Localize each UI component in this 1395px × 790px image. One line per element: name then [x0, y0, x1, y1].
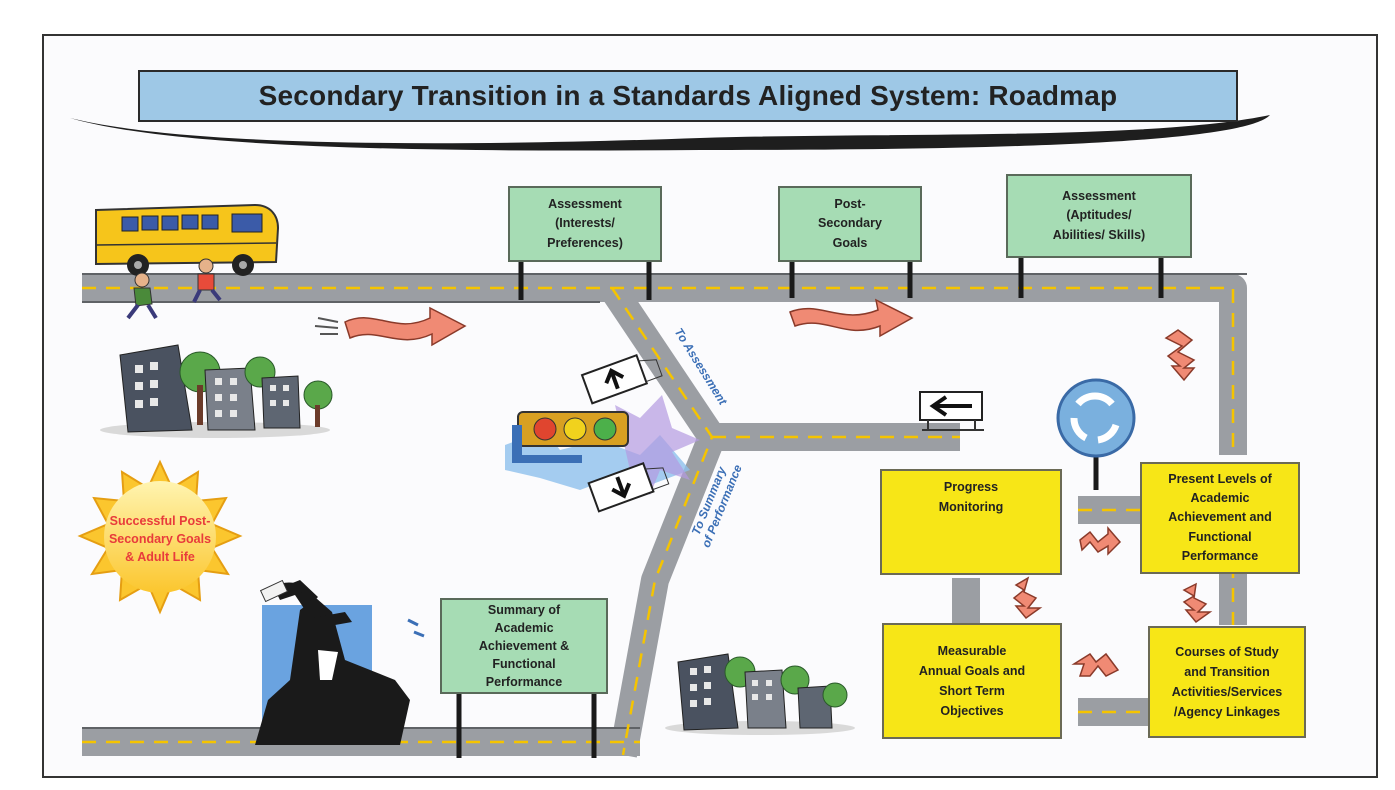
box-present-levels: Present Levels of Academic Achievement a…	[1140, 462, 1300, 574]
city-buildings-2-icon	[665, 653, 855, 735]
sun-label: Successful Post- Secondary Goals & Adult…	[108, 514, 212, 565]
sign-post-secondary-goals: Post- Secondary Goals	[778, 186, 922, 262]
box-progress-monitoring: Progress Monitoring	[880, 469, 1062, 575]
box-measurable-goals: Measurable Annual Goals and Short Term O…	[882, 623, 1062, 739]
sign-assessment-aptitudes: Assessment (Aptitudes/ Abilities/ Skills…	[1006, 174, 1192, 258]
roundabout-sign-icon	[1056, 378, 1136, 458]
graduate-icon	[255, 579, 425, 745]
road-network	[82, 273, 1247, 758]
city-buildings-icon	[100, 344, 333, 438]
banner-swoosh	[70, 115, 1270, 151]
sign-summary-of-performance: Summary of Academic Achievement & Functi…	[440, 598, 608, 694]
children-running-icon	[126, 258, 222, 320]
traffic-light-icon	[505, 395, 700, 495]
one-way-sign-up	[580, 353, 663, 405]
speed-lines	[314, 317, 339, 335]
direction-arrows	[344, 298, 1213, 677]
sun-icon	[77, 459, 243, 615]
left-arrow-road-sign	[919, 391, 984, 431]
one-way-sign-down	[587, 462, 670, 513]
school-bus-icon	[95, 203, 280, 276]
sign-assessment-interests: Assessment (Interests/ Preferences)	[508, 186, 662, 262]
box-courses-of-study: Courses of Study and Transition Activiti…	[1148, 626, 1306, 738]
page-title: Secondary Transition in a Standards Alig…	[138, 70, 1238, 122]
